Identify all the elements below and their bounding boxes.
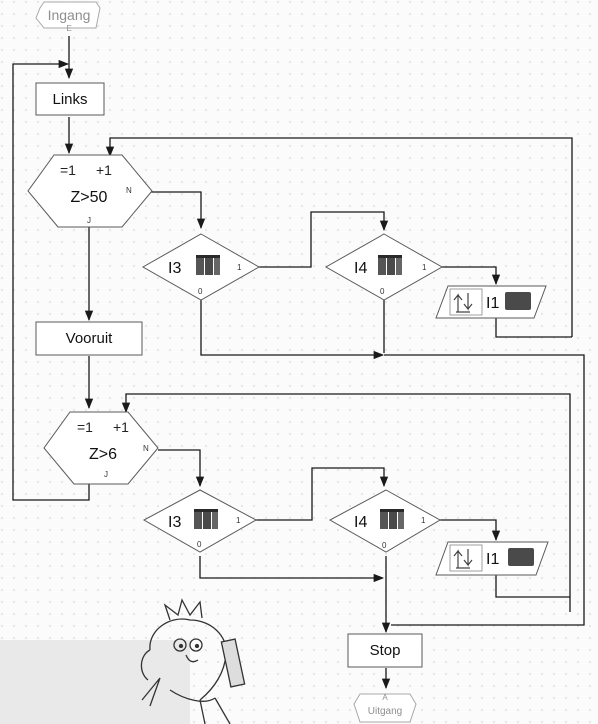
- loop2-n: N: [143, 444, 149, 453]
- entry-title: Ingang: [48, 7, 91, 23]
- i4-one-2: 1: [421, 516, 426, 525]
- switch-icon: [378, 255, 402, 275]
- loop1-plus: +1: [96, 162, 112, 178]
- i4-label-1: I4: [354, 260, 367, 277]
- i3-zero-1: 0: [198, 287, 203, 296]
- links-box[interactable]: Links: [36, 83, 104, 115]
- i3-label-2: I3: [168, 514, 181, 531]
- entry-node[interactable]: Ingang E: [36, 2, 100, 33]
- i1-wait-1[interactable]: I1: [436, 286, 546, 318]
- i4-one-1: 1: [422, 263, 427, 272]
- loop1-j: J: [87, 216, 91, 225]
- exit-title: Uitgang: [368, 706, 402, 717]
- i1-label-2: I1: [486, 551, 499, 568]
- loop1-cond: Z>50: [71, 189, 108, 206]
- loop1-eq: =1: [60, 162, 76, 178]
- switch-icon: [196, 255, 220, 275]
- vooruit-box[interactable]: Vooruit: [36, 322, 142, 355]
- i3-one-1: 1: [237, 263, 242, 272]
- loop1-n: N: [126, 186, 132, 195]
- i1-label-1: I1: [486, 295, 499, 312]
- loop2-eq: =1: [77, 419, 93, 435]
- i3-one-2: 1: [236, 516, 241, 525]
- switch-icon: [505, 292, 531, 310]
- loop2-plus: +1: [113, 419, 129, 435]
- stop-label: Stop: [370, 642, 401, 659]
- i1-wait-2[interactable]: I1: [436, 542, 548, 575]
- loop2-cond: Z>6: [89, 446, 117, 463]
- i4-zero-1: 0: [380, 287, 385, 296]
- switch-icon: [508, 548, 534, 566]
- exit-node[interactable]: A Uitgang: [354, 693, 416, 722]
- i3-label-1: I3: [168, 260, 181, 277]
- stop-box[interactable]: Stop: [348, 634, 422, 667]
- switch-icon: [194, 509, 218, 529]
- i4-label-2: I4: [354, 514, 367, 531]
- links-label: Links: [52, 91, 87, 108]
- i4-zero-2: 0: [382, 541, 387, 550]
- vooruit-label: Vooruit: [66, 330, 114, 347]
- loop2-j: J: [104, 470, 108, 479]
- exit-sub: A: [382, 693, 388, 702]
- entry-sub: E: [66, 24, 71, 33]
- page-footer-band: [0, 640, 190, 724]
- i3-zero-2: 0: [197, 540, 202, 549]
- switch-icon: [380, 509, 404, 529]
